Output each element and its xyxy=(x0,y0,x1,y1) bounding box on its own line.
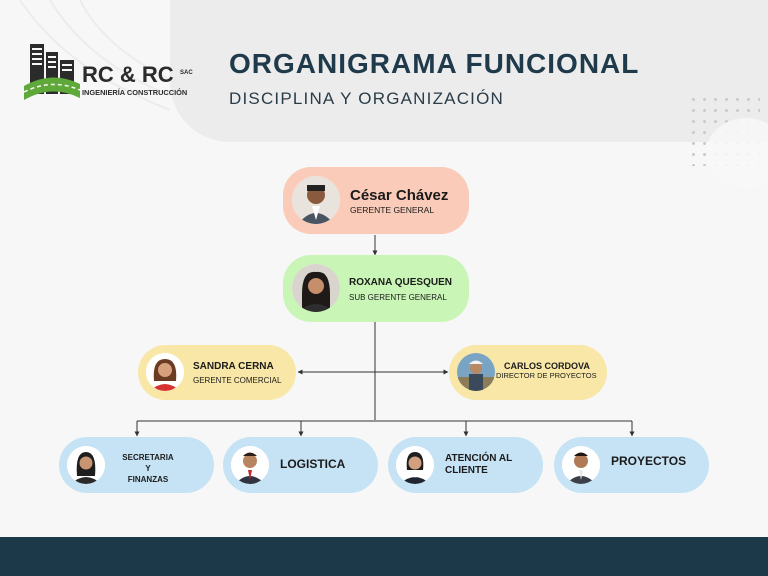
avatar xyxy=(396,446,434,484)
org-node-projects-director: CARLOS CORDOVA DIRECTOR DE PROYECTOS xyxy=(449,345,607,400)
avatar xyxy=(67,446,105,484)
commercial-role: GERENTE COMERCIAL xyxy=(193,376,282,385)
department-customer-service: ATENCIÓN AL CLIENTE xyxy=(388,437,543,493)
logo-suffix: SAC xyxy=(180,70,193,76)
deputy-name: ROXANA QUESQUEN xyxy=(349,277,452,288)
company-logo: RC & RC SAC INGENIERÍA CONSTRUCCIÓN xyxy=(24,40,204,102)
avatar xyxy=(146,353,184,391)
logo-wordmark: RC & RC xyxy=(82,62,174,87)
logo-tagline: INGENIERÍA CONSTRUCCIÓN xyxy=(82,88,188,97)
header-panel xyxy=(170,0,768,142)
department-logistics: LOGISTICA xyxy=(223,437,378,493)
projects-director-role: DIRECTOR DE PROYECTOS xyxy=(496,371,597,380)
department-finance: SECRETARIA Y FINANZAS xyxy=(59,437,214,493)
department-customer-service-label: ATENCIÓN AL CLIENTE xyxy=(445,453,513,476)
department-finance-label: SECRETARIA Y FINANZAS xyxy=(122,453,174,484)
org-node-deputy: ROXANA QUESQUEN SUB GERENTE GENERAL xyxy=(283,255,469,322)
avatar xyxy=(457,353,495,391)
commercial-name: SANDRA CERNA xyxy=(193,361,274,372)
department-projects: PROYECTOS xyxy=(554,437,709,493)
org-node-ceo: César Chávez GERENTE GENERAL xyxy=(283,167,469,234)
page-title: ORGANIGRAMA FUNCIONAL xyxy=(229,48,640,79)
org-node-commercial: SANDRA CERNA GERENTE COMERCIAL xyxy=(138,345,296,400)
department-logistics-label: LOGISTICA xyxy=(280,457,346,471)
ceo-name: César Chávez xyxy=(350,187,449,204)
decorative-blob xyxy=(706,118,768,188)
avatar xyxy=(231,446,269,484)
avatar xyxy=(562,446,600,484)
decorative-swirl xyxy=(19,0,170,111)
ceo-role: GERENTE GENERAL xyxy=(350,205,435,215)
avatar xyxy=(292,176,340,224)
projects-director-name: CARLOS CORDOVA xyxy=(504,361,590,371)
page-subtitle: DISCIPLINA Y ORGANIZACIÓN xyxy=(229,89,504,108)
avatar xyxy=(292,264,340,312)
deputy-role: SUB GERENTE GENERAL xyxy=(349,293,447,302)
building-road-icon xyxy=(24,44,80,100)
footer-bar xyxy=(0,537,768,576)
department-projects-label: PROYECTOS xyxy=(611,454,687,468)
